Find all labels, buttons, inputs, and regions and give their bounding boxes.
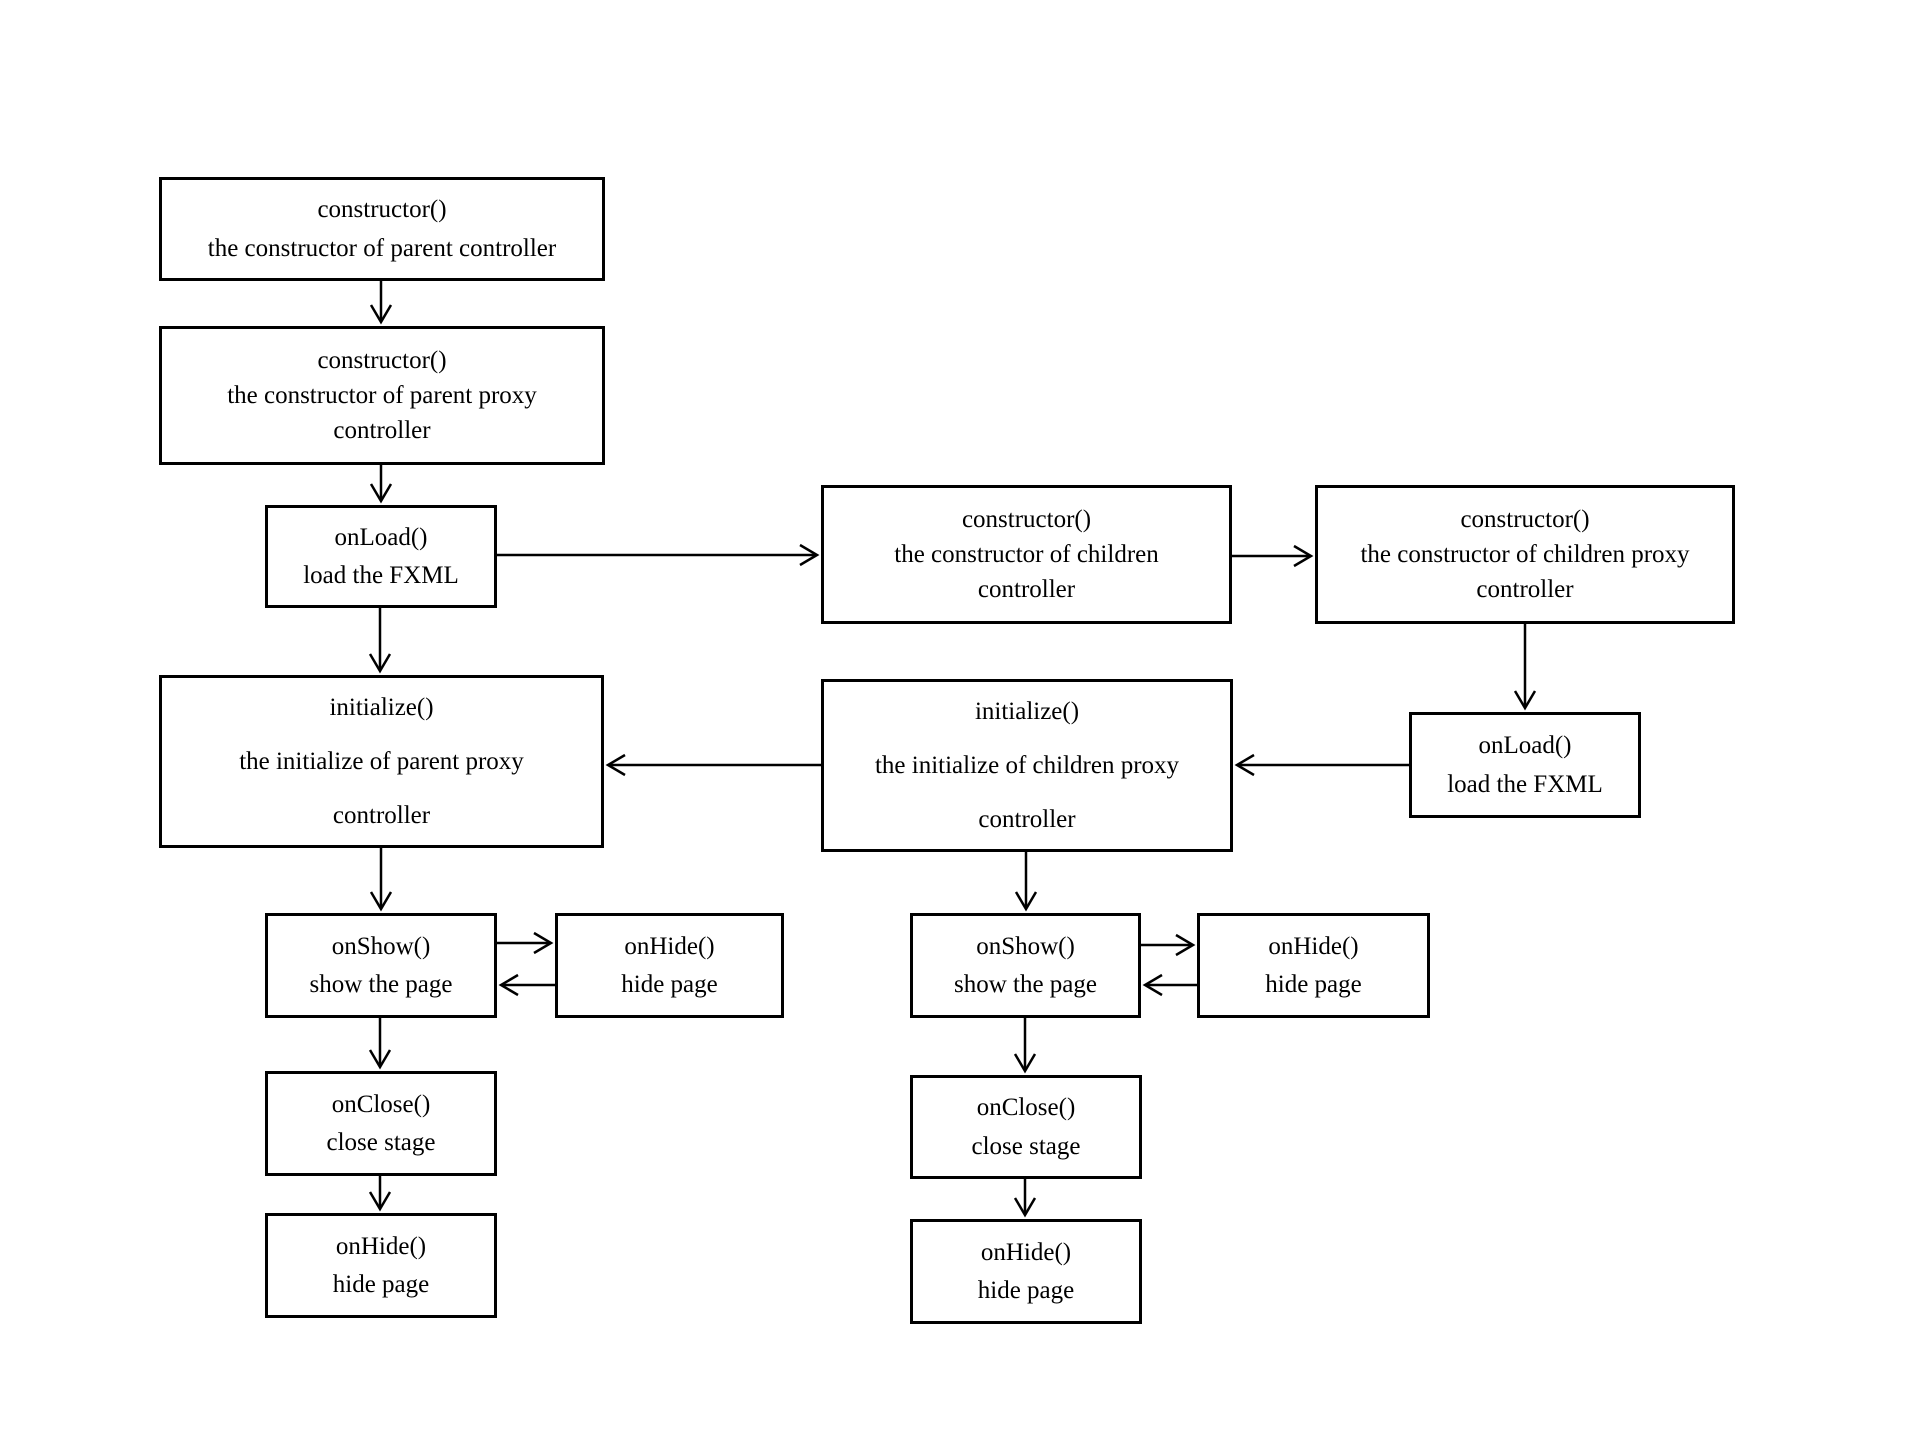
node-subtitle: close stage xyxy=(326,1129,436,1156)
node-subtitle: hide page xyxy=(977,1277,1075,1304)
node-subtitle: hide page xyxy=(332,1271,430,1298)
node-title: constructor() xyxy=(961,505,1092,533)
node-child-onhide-side: onHide() hide page xyxy=(1197,913,1430,1018)
node-title: constructor() xyxy=(317,196,447,224)
node-child-onclose: onClose() close stage xyxy=(910,1075,1142,1179)
node-title: onShow() xyxy=(331,932,431,960)
node-subtitle: load the FXML xyxy=(1447,770,1603,798)
node-subtitle: show the page xyxy=(953,971,1098,998)
node-subtitle: load the FXML xyxy=(303,562,459,589)
node-child-constructor: constructor() the constructor of childre… xyxy=(821,485,1232,624)
node-child-onload: onLoad() load the FXML xyxy=(1409,712,1641,818)
node-subtitle: the constructor of parent controller xyxy=(207,234,557,262)
node-subtitle: hide page xyxy=(1265,971,1362,998)
node-child-onhide-end: onHide() hide page xyxy=(910,1219,1142,1324)
node-subtitle-2: controller xyxy=(1476,576,1574,604)
node-parent-onload: onLoad() load the FXML xyxy=(265,505,497,608)
node-subtitle: the initialize of parent proxy xyxy=(239,747,524,775)
node-subtitle-2: controller xyxy=(332,802,431,830)
node-subtitle: the constructor of parent proxy xyxy=(227,381,537,409)
node-subtitle: the initialize of children proxy xyxy=(874,751,1180,779)
node-parent-onshow: onShow() show the page xyxy=(265,913,497,1018)
node-subtitle-2: controller xyxy=(978,806,1076,834)
node-parent-constructor: constructor() the constructor of parent … xyxy=(159,177,605,281)
node-child-proxy-constructor: constructor() the constructor of childre… xyxy=(1315,485,1735,624)
node-title: onHide() xyxy=(624,932,715,960)
node-subtitle: the constructor of children xyxy=(894,540,1159,568)
node-subtitle-2: controller xyxy=(977,576,1076,604)
node-title: onHide() xyxy=(335,1232,427,1260)
node-parent-proxy-constructor: constructor() the constructor of parent … xyxy=(159,326,605,465)
node-subtitle: close stage xyxy=(971,1132,1081,1160)
node-title: initialize() xyxy=(329,693,434,721)
node-title: initialize() xyxy=(974,697,1080,725)
node-title: constructor() xyxy=(317,346,447,374)
node-subtitle: hide page xyxy=(621,971,718,998)
node-parent-onclose: onClose() close stage xyxy=(265,1071,497,1176)
node-title: onHide() xyxy=(1268,932,1359,960)
node-child-initialize: initialize() the initialize of children … xyxy=(821,679,1233,852)
node-title: onClose() xyxy=(976,1094,1076,1122)
node-title: constructor() xyxy=(1460,505,1590,533)
node-title: onClose() xyxy=(331,1090,431,1118)
node-child-onshow: onShow() show the page xyxy=(910,913,1141,1018)
node-parent-onhide-end: onHide() hide page xyxy=(265,1213,497,1318)
node-title: onLoad() xyxy=(334,523,428,551)
node-parent-initialize: initialize() the initialize of parent pr… xyxy=(159,675,604,848)
node-subtitle: show the page xyxy=(309,971,453,998)
node-subtitle: the constructor of children proxy xyxy=(1360,540,1690,568)
node-parent-onhide-side: onHide() hide page xyxy=(555,913,784,1018)
node-title: onLoad() xyxy=(1478,732,1572,760)
node-subtitle-2: controller xyxy=(333,417,431,445)
node-title: onShow() xyxy=(976,932,1075,960)
node-title: onHide() xyxy=(980,1238,1072,1266)
